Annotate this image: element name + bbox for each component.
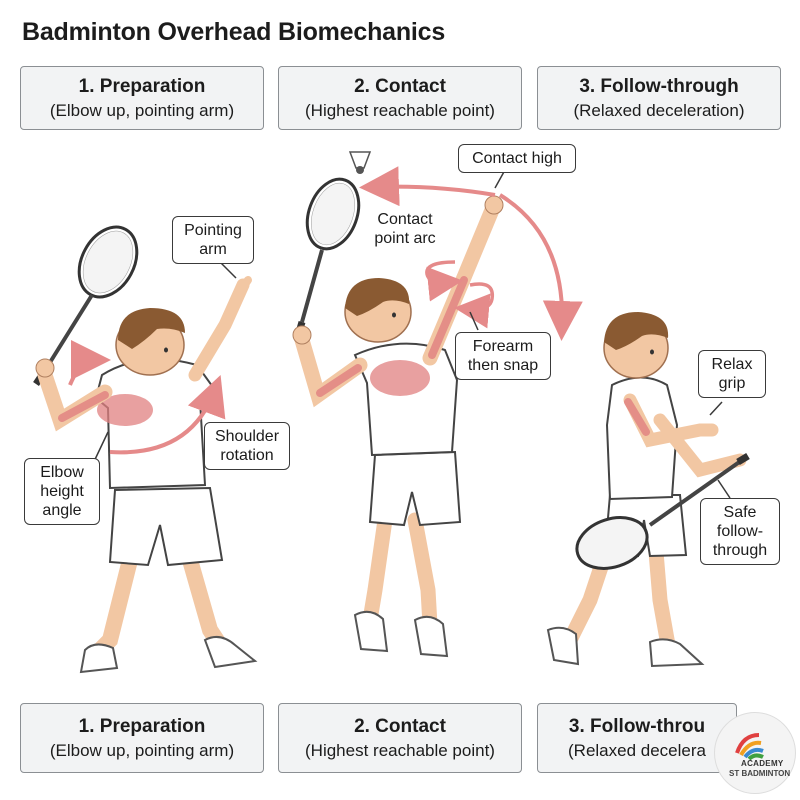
phase-title: 1. Preparation	[78, 76, 206, 97]
callout-relax-grip: Relax grip	[698, 350, 766, 398]
logo-line2: ST BADMINTON	[729, 769, 791, 778]
phase-title: 3. Follow-through	[579, 76, 739, 97]
phase-subtitle: (Highest reachable point)	[305, 101, 495, 120]
phase-box-contact-top: 2. Contact (Highest reachable point)	[278, 66, 522, 130]
callout-contact-high: Contact high	[458, 144, 576, 173]
shuttlecock-icon	[348, 151, 372, 174]
label-contact-point-arc: Contact point arc	[374, 211, 436, 247]
logo-line1: ACADEMY	[741, 759, 784, 768]
phase-subtitle: (Elbow up, pointing arm)	[49, 741, 235, 760]
player-follow-through	[546, 312, 750, 668]
phase-title: 3. Follow-throu	[568, 716, 706, 737]
phase-box-follow-through-top: 3. Follow-through (Relaxed deceleration)	[537, 66, 781, 130]
phase-title: 1. Preparation	[78, 716, 206, 737]
phase-subtitle: (Relaxed deceleration)	[573, 101, 745, 120]
player-contact	[292, 151, 583, 658]
logo-swirl-icon	[735, 733, 764, 761]
callout-elbow-height-angle: Elbow height angle	[24, 458, 100, 525]
racket-icon	[575, 452, 750, 570]
diagram-title: Badminton Overhead Biomechanics	[22, 18, 446, 46]
phase-subtitle: (Elbow up, pointing arm)	[49, 101, 235, 120]
callout-forearm-snap: Forearm then snap	[455, 332, 551, 380]
phase-box-preparation-bottom: 1. Preparation (Elbow up, pointing arm)	[20, 703, 264, 773]
player-preparation	[33, 225, 258, 674]
phase-subtitle: (Relaxed decelera	[568, 741, 706, 760]
callout-shoulder-rotation: Shoulder rotation	[204, 422, 290, 470]
academy-logo: ACADEMY ST BADMINTON	[714, 712, 796, 794]
phase-subtitle: (Highest reachable point)	[305, 741, 495, 760]
callout-pointing-arm: Pointing arm	[172, 216, 254, 264]
phase-box-follow-through-bottom: 3. Follow-throu (Relaxed decelera	[537, 703, 737, 773]
phase-title: 2. Contact	[354, 76, 446, 97]
phase-title: 2. Contact	[354, 716, 446, 737]
callout-safe-follow-through: Safe follow-through	[700, 498, 780, 565]
phase-box-contact-bottom: 2. Contact (Highest reachable point)	[278, 703, 522, 773]
racket-icon	[33, 225, 139, 386]
racket-icon	[294, 177, 361, 337]
phase-box-preparation-top: 1. Preparation (Elbow up, pointing arm)	[20, 66, 264, 130]
